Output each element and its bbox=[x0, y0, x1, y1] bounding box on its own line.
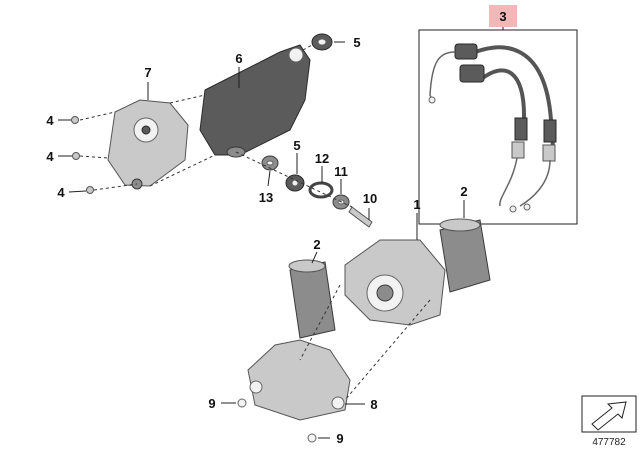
callout-1: 1 bbox=[413, 197, 420, 212]
cable-assembly-icon bbox=[428, 43, 557, 213]
callout-7: 7 bbox=[144, 65, 151, 80]
callout-11: 11 bbox=[334, 164, 348, 179]
callout-9-left: 9 bbox=[208, 396, 215, 411]
throttle-cam-cover bbox=[107, 99, 189, 190]
callout-5-top: 5 bbox=[353, 35, 360, 50]
callout-3: 3 bbox=[499, 9, 506, 24]
cable-kit-box bbox=[418, 29, 578, 225]
callout-3-highlight bbox=[489, 5, 517, 27]
reference-number: 477782 bbox=[592, 437, 626, 448]
callout-2-left: 2 bbox=[313, 237, 320, 252]
callout-4-middle: 4 bbox=[46, 149, 54, 164]
mounting-bracket bbox=[237, 339, 351, 443]
throttle-housing-cover bbox=[199, 44, 311, 158]
callout-12: 12 bbox=[315, 151, 329, 166]
leader-lines bbox=[58, 41, 465, 439]
intake-sleeves bbox=[288, 218, 491, 339]
throttle-body bbox=[344, 239, 446, 326]
callout-2-right: 2 bbox=[460, 184, 467, 199]
arrow-stamp-icon bbox=[581, 395, 637, 433]
callout-8: 8 bbox=[370, 397, 377, 412]
callout-13: 13 bbox=[259, 190, 273, 205]
callout-9-bottom: 9 bbox=[336, 431, 343, 446]
callout-4-top: 4 bbox=[46, 113, 54, 128]
callout-4-bottom: 4 bbox=[57, 185, 65, 200]
assembly-lines bbox=[79, 44, 431, 401]
callout-10: 10 bbox=[363, 191, 377, 206]
callout-5-lower: 5 bbox=[293, 138, 300, 153]
screws-4 bbox=[71, 116, 94, 194]
callout-6: 6 bbox=[235, 51, 242, 66]
cable-kit-group: 3 bbox=[418, 5, 578, 225]
